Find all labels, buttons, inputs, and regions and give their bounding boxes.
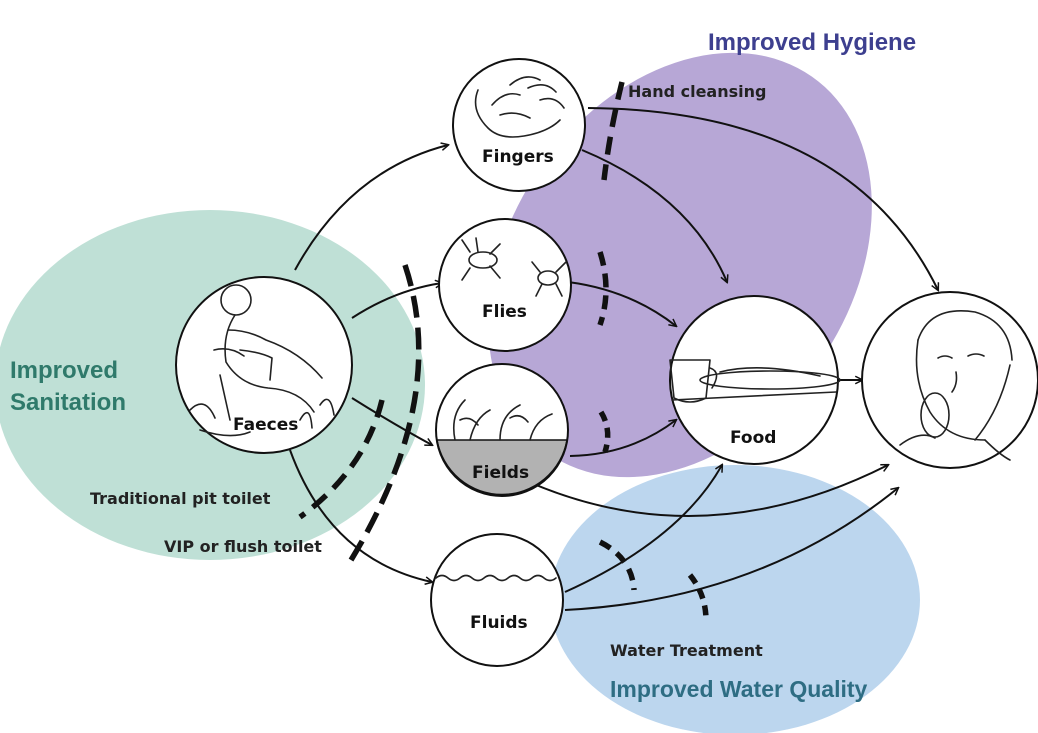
sanitation-label-line2: Sanitation [10,389,126,416]
hygiene-label: Improved Hygiene [708,29,916,56]
arrow-flies-to-food [567,281,676,326]
hand-cleansing-barrier [601,81,625,181]
hand-cleansing-label: Hand cleansing [628,82,766,101]
vip-flush-toilet-label: VIP or flush toilet [164,537,322,556]
cup-and-plate-icon [669,359,841,403]
fingers-label: Fingers [482,147,554,167]
fluids-to-food-barrier [598,539,637,591]
faeces-label: Faeces [233,415,298,435]
person-node [861,291,1038,469]
fields-label: Fields [472,463,529,483]
sanitation-label-line1: Improved [10,357,118,384]
arrow-faeces-to-fingers [294,145,448,271]
food-node: Food [669,295,841,465]
eating-person-icon [899,310,1013,461]
arrow-faeces-to-fluids [289,449,432,582]
arrow-fingers-to-food [581,149,727,282]
water-surface-icon [435,574,557,582]
traditional-pit-toilet-label: Traditional pit toilet [90,489,271,508]
vip-flush-toilet-barrier [345,264,422,567]
flies-label: Flies [482,302,527,322]
arrow-fluids-to-food [564,465,722,593]
flies-node: Flies [438,218,572,352]
plants-icon [452,399,553,441]
hand-icon [474,76,565,138]
water-quality-region [550,465,920,733]
barrier-marks [298,81,709,621]
faeces-node: Faeces [175,276,353,454]
water-treatment-label: Water Treatment [610,641,763,660]
arrow-fields-to-person [519,465,888,517]
arrow-fingers-to-person [587,107,938,290]
transmission-arrows [289,107,938,611]
water-quality-label: Improved Water Quality [610,676,868,702]
fluids-node: Fluids [430,533,564,667]
fluids-label: Fluids [470,613,528,633]
arrow-fields-to-food [569,420,676,457]
fluids-to-person-barrier [687,573,709,621]
flies-barrier [597,251,609,326]
crouching-person-icon [189,284,335,437]
soil-hatching [436,439,568,496]
arrow-fluids-to-person [564,488,898,611]
food-label: Food [730,428,776,448]
fly-icon [461,237,567,297]
fields-node: Fields [435,363,569,497]
fingers-node: Fingers [452,58,586,192]
arrow-faeces-to-fields [351,397,432,445]
fields-barrier [598,410,611,453]
traditional-pit-toilet-barrier [298,399,385,520]
arrow-faeces-to-flies [351,283,442,319]
